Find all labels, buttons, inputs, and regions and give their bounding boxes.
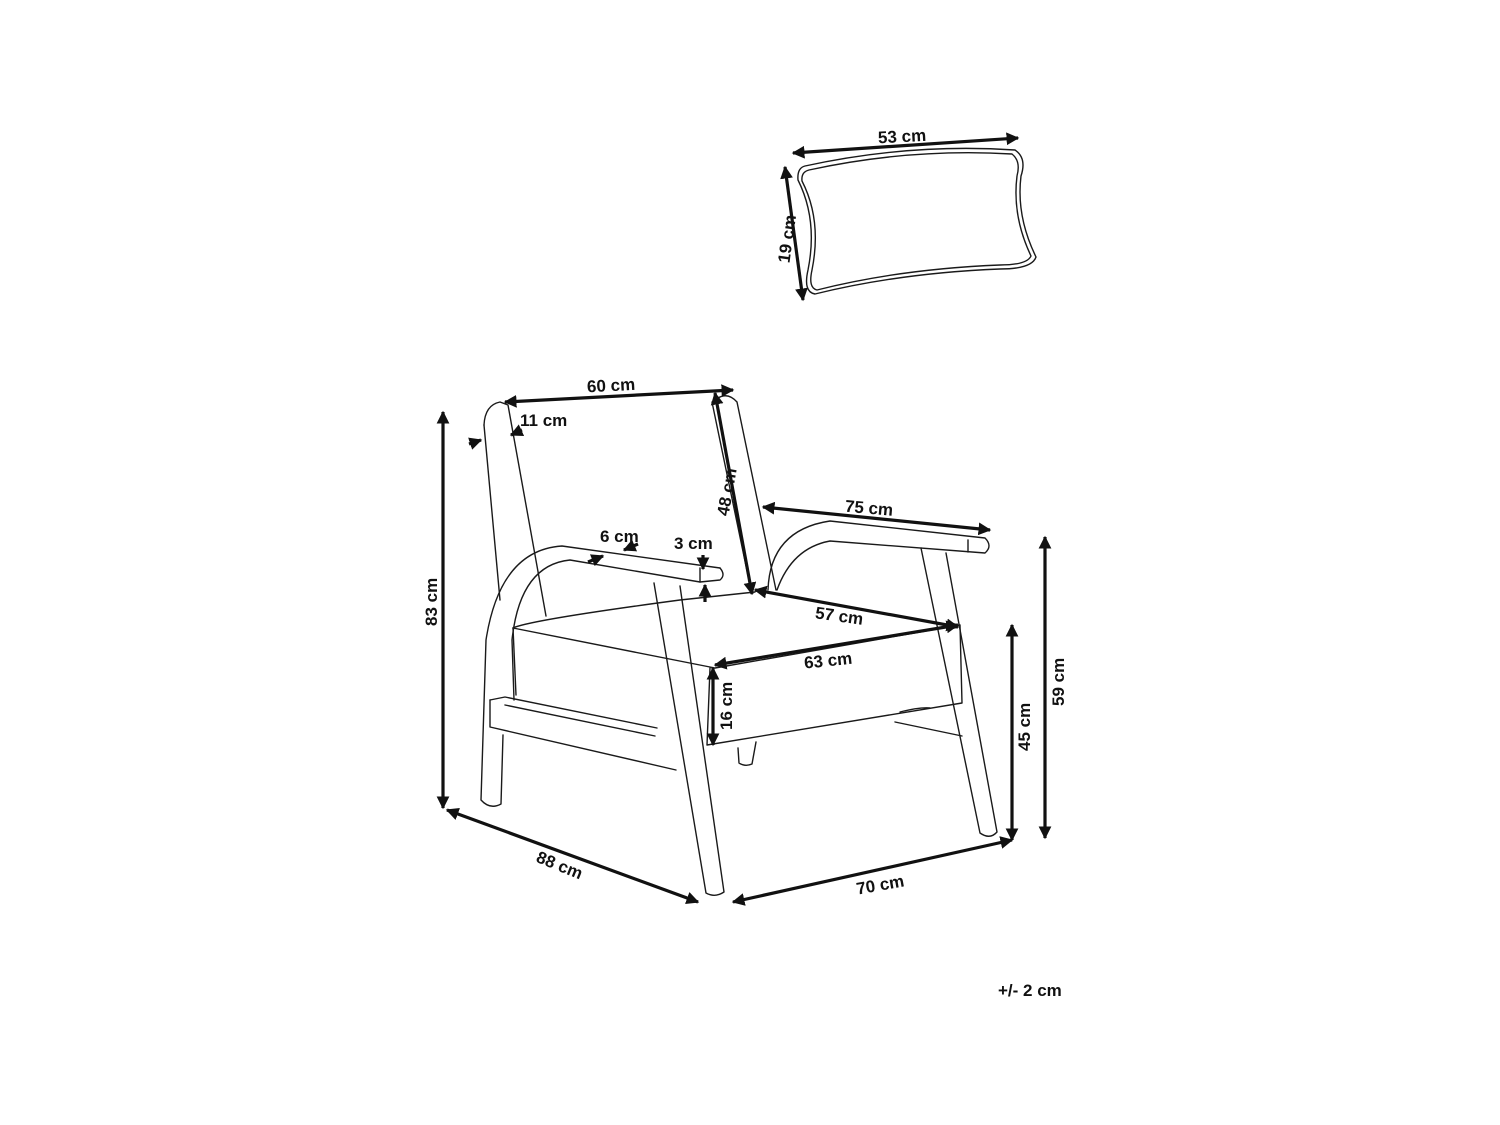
label-cushion-height: 16 cm — [717, 682, 736, 730]
arrow-frame-left — [468, 437, 483, 450]
arrow-armrest-width-a — [587, 554, 605, 567]
label-seat-width: 63 cm — [803, 649, 853, 673]
label-backrest-width: 60 cm — [587, 375, 636, 396]
label-total-depth: 88 cm — [534, 848, 586, 884]
label-pillow-width: 53 cm — [878, 126, 927, 147]
arrow-seat-width — [713, 620, 960, 670]
tolerance-note: +/- 2 cm — [998, 981, 1062, 1000]
arrow-backrest-width — [503, 384, 735, 408]
arrow-frame-right — [509, 424, 525, 437]
arrow-pillow-height — [780, 165, 808, 302]
label-total-height: 83 cm — [422, 578, 441, 626]
arrow-total-width — [731, 836, 1014, 906]
label-armrest-thickness: 3 cm — [674, 534, 713, 553]
dimension-arrows — [436, 132, 1052, 906]
armchair-drawing — [480, 395, 998, 896]
label-armrest-width: 6 cm — [600, 527, 639, 546]
arrow-armrest-length — [761, 501, 992, 536]
arrow-armrest-width-b — [622, 539, 639, 552]
arrow-backrest-height — [710, 391, 757, 596]
label-backrest-frame: 11 cm — [520, 411, 567, 430]
pillow-drawing — [797, 147, 1037, 295]
label-seat-height: 45 cm — [1015, 703, 1034, 751]
label-total-width: 70 cm — [855, 871, 906, 898]
arrow-pillow-width — [791, 132, 1020, 159]
arrow-total-depth — [445, 807, 700, 905]
label-armrest-height: 59 cm — [1049, 658, 1068, 706]
label-armrest-length: 75 cm — [844, 497, 894, 520]
